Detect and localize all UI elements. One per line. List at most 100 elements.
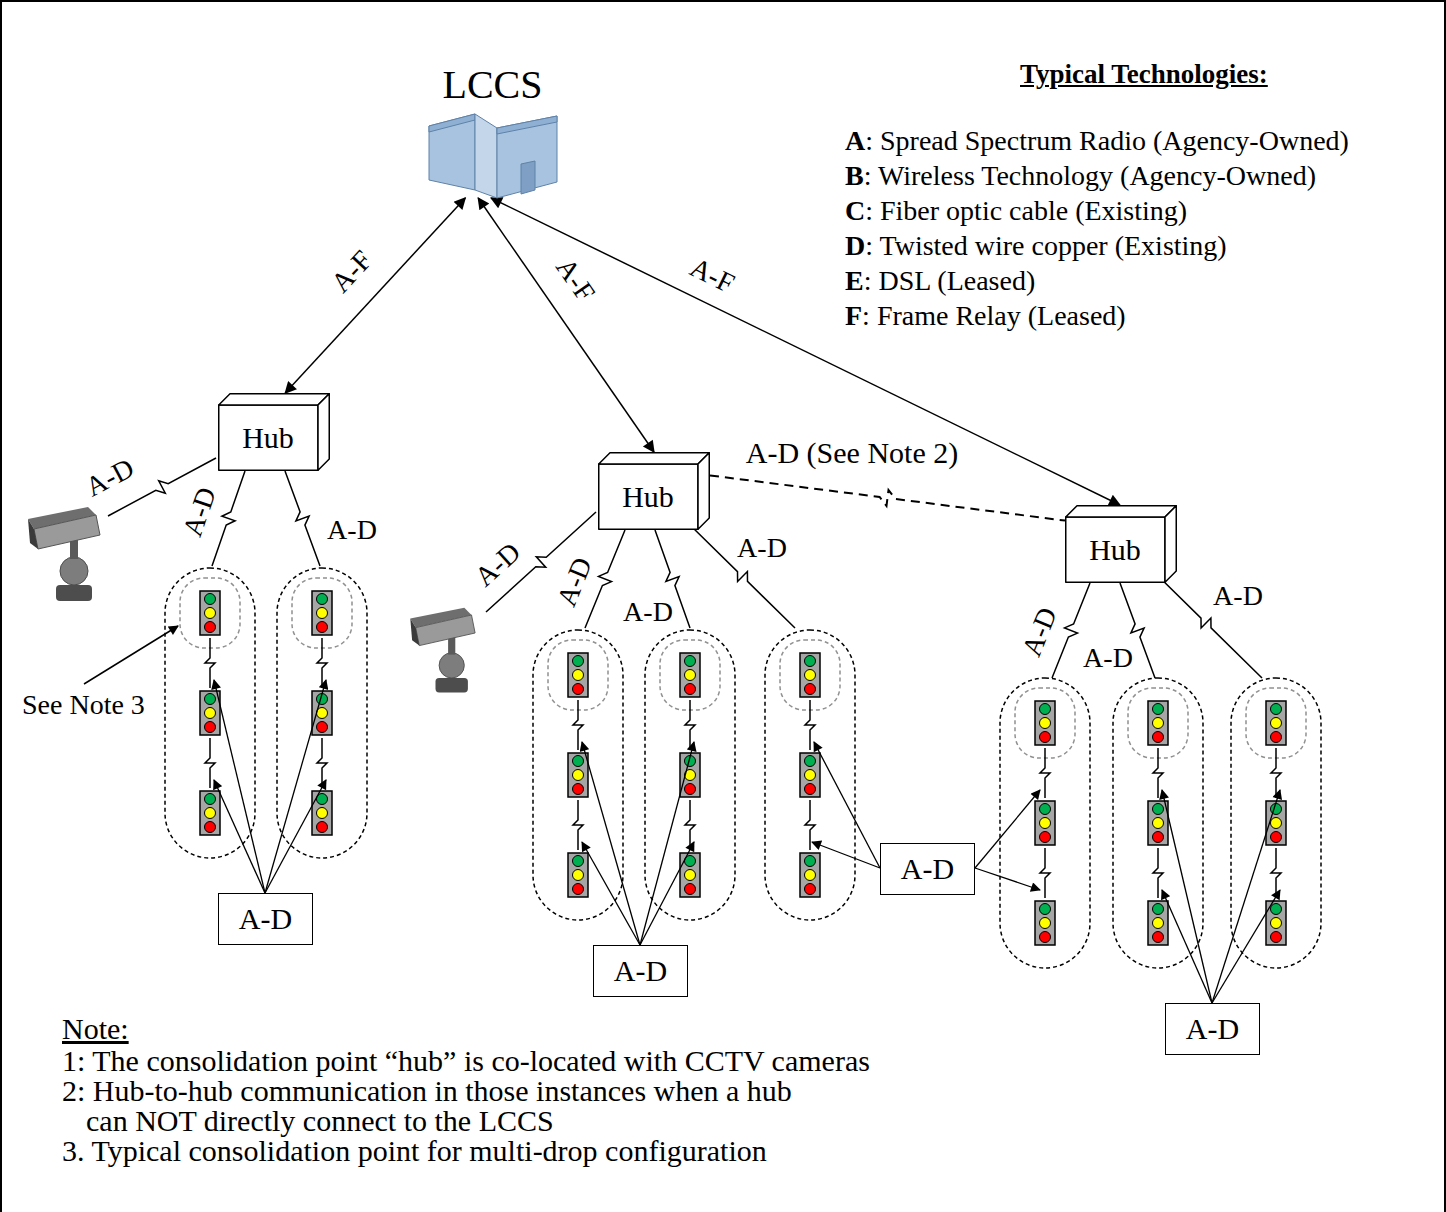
traffic-signal <box>200 791 220 835</box>
building-left-roof <box>429 114 475 132</box>
consolidation-point-outline <box>548 640 608 710</box>
signal-cluster-outline <box>533 630 623 920</box>
process-box: A-D <box>880 843 975 895</box>
consolidation-point-outline <box>1246 688 1306 758</box>
traffic-signal <box>1035 801 1055 845</box>
cube-top <box>1066 506 1177 517</box>
callout-leader <box>84 626 178 684</box>
consolidation-point-outline <box>1015 688 1075 758</box>
traffic-signal <box>312 591 332 635</box>
note-text: 3. Typical consolidation point for multi… <box>62 1136 767 1166</box>
control-arrow <box>640 842 694 945</box>
building-right-wing <box>497 116 557 198</box>
wireless-link <box>285 471 320 566</box>
consolidation-point-outline <box>660 640 720 710</box>
node-label: Hub <box>1089 533 1141 568</box>
traffic-signal <box>680 753 700 797</box>
wireless-link <box>212 471 245 566</box>
traffic-signal <box>800 853 820 897</box>
cube-front <box>599 464 698 529</box>
link-label: A-D <box>1211 581 1265 612</box>
traffic-signal <box>568 653 588 697</box>
note-text: 1: The consolidation point “hub” is co-l… <box>62 1046 870 1076</box>
traffic-signal <box>1148 901 1168 945</box>
legend-key: A <box>845 126 865 157</box>
signal-cluster-outline <box>1000 678 1090 968</box>
control-arrow <box>265 680 326 893</box>
callout-text: See Note 3 <box>22 690 145 721</box>
traffic-signal <box>1035 701 1055 745</box>
note-heading: Note: <box>62 1014 129 1044</box>
node-label: A-D <box>1186 1012 1239 1047</box>
note-text: 2: Hub-to-hub communication in those ins… <box>62 1076 811 1136</box>
traffic-signal <box>800 653 820 697</box>
consolidation-point-outline <box>1128 688 1188 758</box>
link-label: A-D <box>621 597 675 628</box>
consolidation-point-outline <box>780 640 840 710</box>
wireless-link <box>690 525 795 628</box>
link-label: A-D <box>1081 643 1135 674</box>
legend-text: : DSL (Leased) <box>864 266 1036 297</box>
signal-cluster-outline <box>277 568 367 858</box>
traffic-signal <box>312 791 332 835</box>
hub-cube: Hub <box>598 452 710 530</box>
node-label: A-D <box>901 852 954 887</box>
traffic-signal <box>680 853 700 897</box>
signal-cluster-outline <box>1231 678 1321 968</box>
signal-link <box>573 800 583 850</box>
node-label: A-D <box>614 954 667 989</box>
cube-side <box>318 394 329 471</box>
control-arrow <box>1212 890 1280 1003</box>
building-left-wing <box>429 114 475 190</box>
edge-label: A-D (See Note 2) <box>744 436 960 469</box>
building-icon <box>421 110 564 198</box>
traffic-signal <box>200 691 220 735</box>
connector <box>710 475 1065 520</box>
traffic-signal <box>1266 701 1286 745</box>
control-arrow <box>1162 790 1212 1003</box>
cube-top <box>599 453 710 464</box>
edge-label: A-F <box>324 244 380 301</box>
node-label: A-D <box>239 902 292 937</box>
connector <box>285 198 465 393</box>
control-arrow <box>582 742 640 945</box>
control-arrow <box>214 680 265 893</box>
edge-label: A-F <box>548 251 601 309</box>
legend-key: C <box>845 196 865 227</box>
legend-key: B <box>845 161 864 192</box>
signal-link <box>205 738 215 788</box>
legend-text: : Wireless Technology (Agency-Owned) <box>864 161 1316 192</box>
control-center: LCCS <box>421 62 564 198</box>
link-label: A-D <box>735 533 789 564</box>
legend-key: E <box>845 266 864 297</box>
node-label: Hub <box>622 480 674 515</box>
traffic-signal <box>1148 801 1168 845</box>
building-center <box>475 114 497 198</box>
hub-cube: Hub <box>218 393 330 471</box>
cube-face: Hub <box>1065 517 1165 583</box>
edge-label: A-F <box>683 251 741 300</box>
signal-cluster-outline <box>765 630 855 920</box>
link-label: A-D <box>177 482 224 543</box>
link-label: A-D <box>325 515 379 546</box>
legend-text: : Twisted wire copper (Existing) <box>865 231 1226 262</box>
traffic-signal <box>800 753 820 797</box>
link-label: A-D <box>79 452 141 504</box>
legend-key: F <box>845 301 862 332</box>
control-arrow <box>975 790 1040 868</box>
cube-face: Hub <box>218 405 318 471</box>
traffic-signal <box>200 591 220 635</box>
control-arrow <box>265 780 326 893</box>
signal-link <box>805 700 815 750</box>
cube-face: Hub <box>598 464 698 530</box>
signal-cluster-outline <box>165 568 255 858</box>
traffic-signal <box>1148 701 1168 745</box>
control-arrow <box>1212 790 1280 1003</box>
process-box: A-D <box>593 945 688 997</box>
signal-cluster-outline <box>1113 678 1203 968</box>
signal-link <box>1153 848 1163 898</box>
legend-key: D <box>845 231 865 262</box>
cube-side <box>698 453 709 530</box>
legend-text: : Frame Relay (Leased) <box>862 301 1126 332</box>
cube-front <box>219 405 318 470</box>
